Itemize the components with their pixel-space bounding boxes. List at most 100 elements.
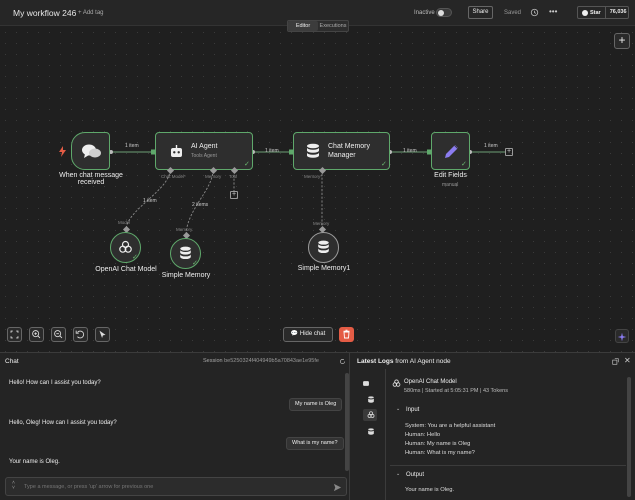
simple-memory1-label: Simple Memory1 [297, 265, 351, 272]
openai-label: OpenAI Chat Model [95, 266, 157, 273]
port-label-memory-required: Memory* [304, 174, 323, 179]
edge-label-model-agent: 1 item [143, 198, 157, 204]
tab-executions[interactable]: Executions [319, 23, 347, 29]
logs-title-bold: Latest Logs [357, 358, 394, 365]
logs-scrollbar[interactable] [627, 377, 631, 497]
close-icon[interactable]: ✕ [624, 356, 631, 365]
openai-port-label: Model [118, 220, 131, 225]
chevron-down-icon[interactable]: ⌄ [396, 406, 401, 412]
node-openai-chat-model[interactable]: ✓ [110, 232, 141, 263]
port-label-memory: Memory [205, 174, 222, 179]
trigger-label-line1: When chat message [59, 172, 123, 179]
pencil-icon [445, 145, 458, 158]
hide-chat-label: Hide chat [299, 331, 326, 337]
chat-input[interactable] [24, 482, 324, 492]
success-check-icon: ✓ [381, 161, 387, 168]
cursor-icon [99, 330, 106, 338]
fit-view-button[interactable] [7, 327, 22, 342]
select-tool-button[interactable] [95, 327, 110, 342]
port-label-tool: Tool [229, 174, 238, 179]
chat-message-user: My name is Oleg [289, 398, 343, 411]
hide-chat-button[interactable]: 💬 Hide chat [283, 327, 333, 342]
node-chat-trigger[interactable] [71, 132, 110, 170]
zoom-out-button[interactable] [51, 327, 66, 342]
chevron-down-icon[interactable]: ⌄ [396, 471, 401, 477]
chat-scrollbar[interactable] [345, 373, 349, 471]
node-chat-memory-manager[interactable]: Chat Memory Manager ✓ [293, 132, 390, 170]
input-line: Human: What is my name? [405, 450, 475, 456]
session-info: Session be5250324f404949b5a70843ae1e95fe [203, 358, 319, 364]
robot-icon [171, 145, 182, 157]
github-icon [582, 9, 588, 16]
chevron-updown-icon[interactable]: ˄˅ [12, 480, 15, 491]
openai-icon[interactable] [367, 411, 375, 419]
node-edit-fields[interactable]: ✓ [431, 132, 470, 170]
more-options-icon[interactable]: ••• [549, 7, 558, 16]
ai-assistant-button[interactable] [615, 329, 629, 343]
zoom-out-icon [54, 330, 63, 339]
chat-bubbles-icon [82, 144, 101, 158]
database-icon [318, 240, 329, 254]
active-toggle[interactable] [436, 8, 452, 17]
tab-editor[interactable]: Editor [288, 21, 318, 31]
openai-icon [392, 379, 401, 387]
input-section-label[interactable]: Input [406, 407, 420, 413]
inactive-label: Inactive [414, 10, 435, 16]
database-icon[interactable] [367, 396, 375, 404]
robot-icon[interactable] [362, 379, 370, 387]
chat-icon: 💬 [290, 331, 300, 337]
success-check-icon: ✓ [461, 161, 467, 168]
workflow-canvas[interactable] [0, 27, 635, 352]
github-star-count: 76,036 [604, 7, 627, 18]
edit-fields-subtitle: manual [442, 182, 459, 188]
refresh-session-icon[interactable] [339, 358, 346, 365]
node-ai-agent[interactable]: AI Agent Tools Agent ✓ [155, 132, 253, 170]
output-text: Your name is Oleg. [405, 487, 455, 493]
output-section-label[interactable]: Output [406, 472, 425, 478]
openai-icon [119, 240, 132, 253]
zoom-in-button[interactable] [29, 327, 44, 342]
chat-message-bot: Your name is Oleg. [9, 459, 60, 465]
add-node-button[interactable]: + [614, 33, 630, 49]
trash-icon [343, 329, 350, 339]
divider [390, 465, 626, 466]
edge-label-memory-agent: 2 items [192, 202, 209, 208]
simple-memory1-port-label: Memory [313, 221, 330, 226]
node-simple-memory1[interactable] [308, 232, 339, 263]
add-tool-button[interactable]: + [230, 191, 238, 199]
view-tabs: Editor Executions [287, 20, 349, 32]
toggle-knob [438, 10, 444, 16]
trigger-label-line2: received [77, 179, 105, 186]
pop-out-icon[interactable] [612, 358, 619, 365]
edge-label-memmgr-edit: 1 item [403, 148, 417, 154]
chat-input-box[interactable]: ˄˅ [5, 477, 347, 496]
ai-agent-subtitle: Tools Agent [191, 153, 217, 159]
zoom-in-icon [32, 330, 41, 339]
add-next-node-button[interactable]: + [505, 148, 513, 156]
input-line: System: You are a helpful assistant [405, 423, 496, 429]
send-icon[interactable] [333, 483, 342, 492]
database-icon[interactable] [367, 428, 375, 436]
chat-message-bot: Hello! How can I assist you today? [9, 380, 101, 386]
input-line: Human: My name is Oleg [405, 441, 471, 447]
edge-label-edit-out: 1 item [484, 143, 498, 149]
share-button[interactable]: Share [468, 6, 493, 19]
log-meta: 580ms | Started at 5:05:31 PM | 43 Token… [404, 388, 508, 394]
workflow-title[interactable]: My workflow 246 [13, 8, 77, 18]
success-check-icon: ✓ [244, 161, 250, 168]
session-id[interactable]: be5250324f404949b5a70843ae1e95fe [224, 358, 319, 364]
edit-fields-label: Edit Fields [434, 172, 467, 179]
clear-execution-button[interactable] [339, 327, 354, 342]
history-icon[interactable] [530, 8, 539, 17]
database-icon [307, 143, 319, 158]
node-simple-memory[interactable]: ✓ [170, 238, 201, 269]
session-label: Session [203, 358, 223, 364]
reset-zoom-button[interactable] [73, 327, 88, 342]
chat-message-bot: Hello, Oleg! How can I assist you today? [9, 420, 117, 426]
port-label-chat-model: Chat Model* [161, 174, 186, 179]
ai-agent-title: AI Agent [191, 143, 218, 150]
input-line: Human: Hello [405, 432, 441, 438]
bottom-panels: Chat Session be5250324f404949b5a70843ae1… [0, 352, 635, 500]
github-star-button[interactable]: Star 76,036 [577, 6, 629, 19]
add-tag-button[interactable]: + Add tag [78, 10, 104, 16]
